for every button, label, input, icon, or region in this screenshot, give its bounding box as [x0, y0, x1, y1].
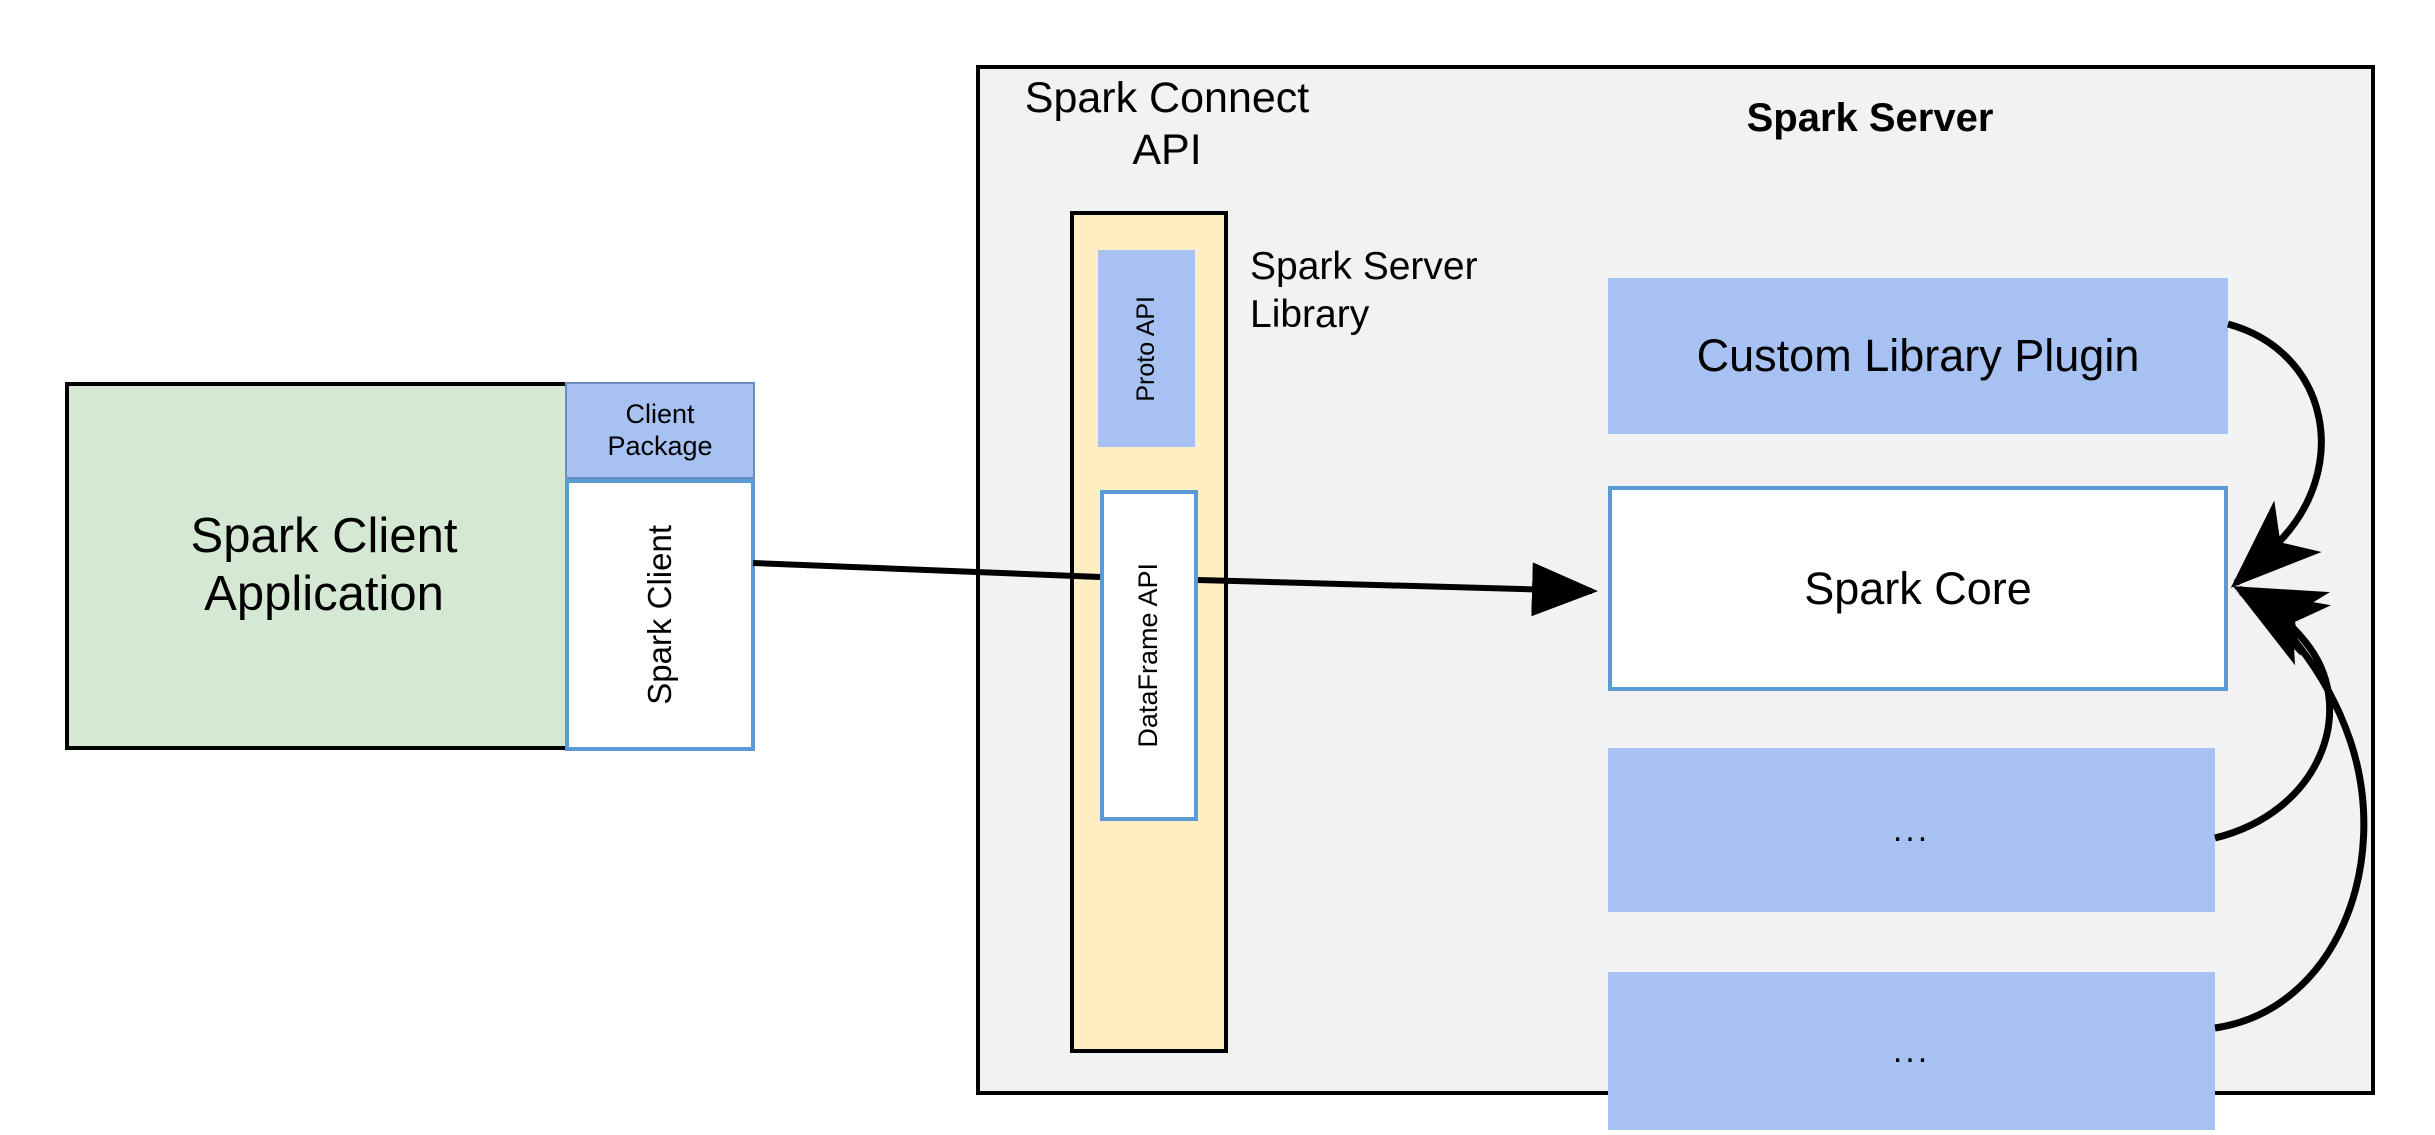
spark-client-application-label: Spark Client Application [190, 509, 458, 621]
spark-client-box[interactable]: Spark Client [565, 479, 755, 751]
client-package-label: Client Package [607, 398, 713, 461]
spark-core-label: Spark Core [1804, 562, 2032, 614]
ellipsis-label-1: ... [1892, 810, 1931, 849]
client-package-box[interactable]: Client Package [565, 382, 755, 479]
custom-library-plugin-box[interactable]: Custom Library Plugin [1608, 278, 2228, 434]
custom-library-plugin-label: Custom Library Plugin [1696, 330, 2140, 382]
spark-server-title: Spark Server [1746, 96, 1994, 140]
dataframe-api-label: DataFrame API [1133, 563, 1164, 748]
spark-connect-api-label: Spark Connect API [1024, 74, 1310, 175]
dataframe-api-box[interactable]: DataFrame API [1100, 490, 1198, 821]
spark-server-library-label: Spark Server Library [1250, 245, 1478, 336]
proto-api-label: Proto API [1131, 295, 1160, 402]
proto-api-box[interactable]: Proto API [1098, 250, 1195, 447]
ellipsis-box-2[interactable]: ... [1608, 972, 2215, 1130]
spark-client-label: Spark Client [640, 525, 678, 705]
spark-client-application-box[interactable]: Spark Client Application [65, 382, 583, 750]
ellipsis-label-2: ... [1892, 1031, 1931, 1070]
spark-core-box[interactable]: Spark Core [1608, 486, 2228, 691]
ellipsis-box-1[interactable]: ... [1608, 748, 2215, 912]
